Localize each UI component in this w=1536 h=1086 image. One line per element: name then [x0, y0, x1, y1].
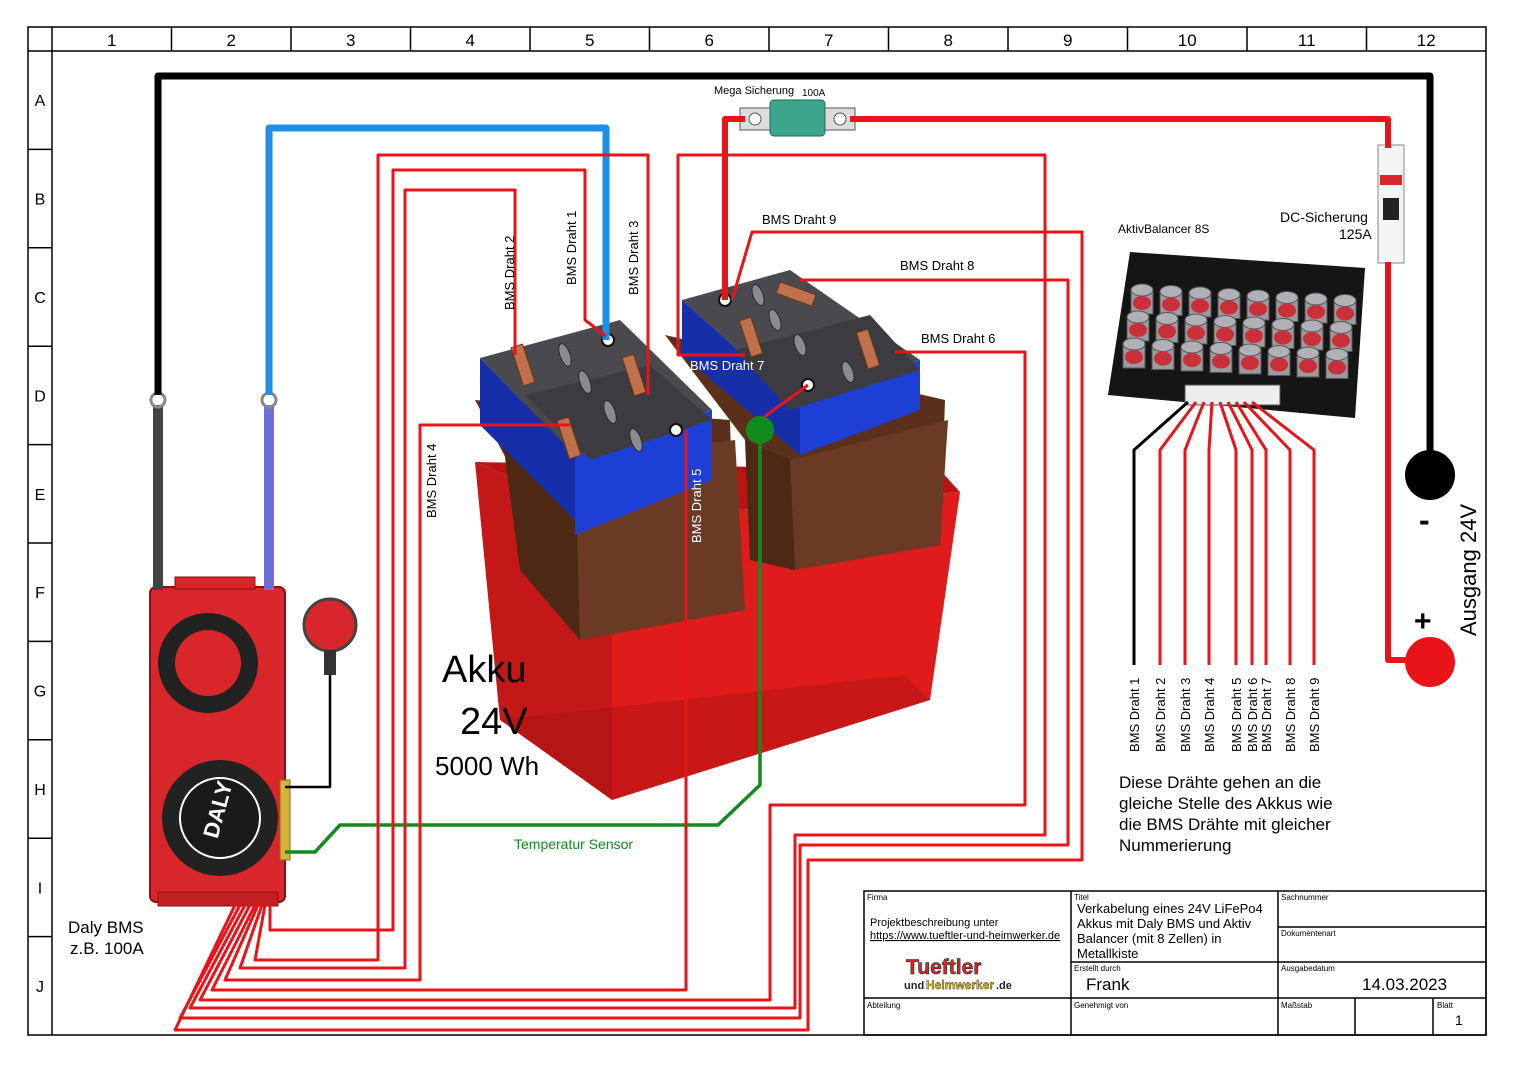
column-label: 11 — [1298, 31, 1316, 50]
bms-wire-3-label: BMS Draht 3 — [626, 221, 641, 295]
balancer-wire-label: BMS Draht 8 — [1283, 678, 1298, 752]
bms-name: Daly BMS — [68, 918, 144, 937]
column-label: 5 — [585, 31, 594, 50]
battery-voltage: 24V — [460, 701, 528, 743]
column-label: 7 — [824, 31, 833, 50]
output-minus-sign: - — [1419, 502, 1430, 538]
balancer-wire-labels: BMS Draht 1 BMS Draht 2 BMS Draht 3 BMS Dra… — [1127, 678, 1322, 752]
row-label: B — [35, 192, 46, 209]
balancer-wire-label: BMS Draht 4 — [1202, 678, 1217, 752]
column-label: 10 — [1178, 31, 1197, 50]
bms-wire-9-label: BMS Draht 9 — [762, 212, 836, 227]
abteilung-label: Abteilung — [867, 1001, 900, 1010]
mega-fuse-rating: 100A — [802, 88, 826, 99]
row-label: E — [35, 487, 46, 504]
title-line-3: Balancer (mit 8 Zellen) in — [1077, 931, 1222, 946]
note-line-1: Diese Drähte gehen an die — [1119, 773, 1321, 792]
column-label: 2 — [227, 31, 236, 50]
column-label: 8 — [944, 31, 953, 50]
project-line: Projektbeschreibung unter — [870, 917, 999, 929]
balancer-label: AktivBalancer 8S — [1118, 222, 1209, 236]
bms-wire-4-label: BMS Draht 4 — [424, 444, 439, 518]
output-plus-sign: + — [1414, 605, 1432, 638]
title-block — [863, 890, 1487, 1036]
note-line-2: gleiche Stelle des Akkus wie — [1119, 794, 1333, 813]
logo-und: und — [904, 980, 924, 992]
drawing-frame — [27, 26, 1487, 1036]
row-label: D — [34, 388, 46, 405]
balancer-wire-label: BMS Draht 9 — [1307, 678, 1322, 752]
title-line-2: Akkus mit Daly BMS und Aktiv — [1077, 916, 1252, 931]
bms-wire-6-label: BMS Draht 6 — [921, 331, 995, 346]
balancer-wire-label: BMS Draht 6 — [1245, 678, 1260, 752]
blatt-label: Blatt — [1437, 1001, 1454, 1010]
row-label: I — [38, 880, 42, 897]
note-line-4: Nummerierung — [1119, 836, 1231, 855]
row-label: A — [35, 93, 46, 110]
column-label: 12 — [1417, 31, 1436, 50]
ausgabedatum-value: 14.03.2023 — [1362, 975, 1447, 994]
balancer-wire-label: BMS Draht 1 — [1127, 678, 1142, 752]
erstellt-label: Erstellt durch — [1074, 964, 1121, 973]
row-label: H — [34, 782, 46, 799]
mega-fuse — [739, 99, 856, 137]
output-positive-terminal — [1405, 637, 1455, 687]
row-label: G — [34, 684, 46, 701]
massstab-label: Maßstab — [1281, 1001, 1313, 1010]
dokumentenart-label: Dokumentenart — [1281, 929, 1336, 938]
bms-wire-2-label: BMS Draht 2 — [502, 236, 517, 310]
row-label: C — [34, 290, 46, 307]
temperature-sensor-probe — [746, 416, 774, 444]
firma-label: Firma — [867, 893, 888, 902]
tueftler-logo: Tueftler und Heimwerker .de — [900, 953, 1020, 992]
logo-de: .de — [996, 980, 1012, 992]
titel-label: Titel — [1074, 893, 1089, 902]
dc-fuse-rating: 125A — [1339, 226, 1372, 242]
bms-rating: z.B. 100A — [70, 939, 144, 958]
balancer-wire-label: BMS Draht 7 — [1259, 678, 1274, 752]
logo-line-1: Tueftler — [906, 956, 981, 979]
column-label: 4 — [466, 31, 475, 50]
battery-title: Akku — [442, 649, 526, 691]
note-line-3: die BMS Drähte mit gleicher — [1119, 815, 1331, 834]
title-line-4: Metallkiste — [1077, 946, 1138, 961]
temperature-sensor-label: Temperatur Sensor — [514, 836, 633, 852]
ausgabedatum-label: Ausgabedatum — [1281, 964, 1335, 973]
balancer-wire-label: BMS Draht 3 — [1178, 678, 1193, 752]
genehmigt-label: Genehmigt von — [1074, 1001, 1128, 1010]
balancer-wire-label: BMS Draht 5 — [1229, 678, 1244, 752]
bms-wire-5-label: BMS Draht 5 — [689, 469, 704, 543]
row-labels: A B C D E F G H I J — [34, 93, 46, 996]
bms-wire-8-label: BMS Draht 8 — [900, 258, 974, 273]
column-label: 6 — [705, 31, 714, 50]
bms-wire-1-label: BMS Draht 1 — [564, 211, 579, 285]
dc-circuit-breaker — [1377, 144, 1405, 264]
sachnummer-label: Sachnummer — [1281, 893, 1329, 902]
project-url-link[interactable]: https://www.tueftler-und-heimwerker.de — [870, 930, 1060, 942]
column-label: 9 — [1063, 31, 1072, 50]
battery-energy: 5000 Wh — [435, 751, 539, 781]
output-label: Ausgang 24V — [1456, 504, 1481, 636]
blatt-value: 1 — [1455, 1012, 1463, 1028]
column-label: 3 — [346, 31, 355, 50]
balancer-wire-label: BMS Draht 2 — [1153, 678, 1168, 752]
wires — [154, 72, 1434, 1032]
battery-box — [475, 270, 960, 800]
daly-bms: DALY — [149, 391, 358, 907]
logo-heimwerker: Heimwerker — [926, 978, 994, 992]
mega-fuse-label: Mega Sicherung — [714, 85, 794, 97]
title-line-1: Verkabelung eines 24V LiFePo4 — [1077, 901, 1263, 916]
bms-wire-7-label: BMS Draht 7 — [690, 358, 764, 373]
column-label: 1 — [107, 31, 116, 50]
output-negative-terminal — [1405, 450, 1455, 500]
dc-fuse-label: DC-Sicherung — [1280, 209, 1368, 225]
active-balancer — [1108, 252, 1365, 418]
row-label: F — [35, 585, 45, 602]
erstellt-value: Frank — [1086, 975, 1130, 994]
row-label: J — [36, 979, 44, 996]
